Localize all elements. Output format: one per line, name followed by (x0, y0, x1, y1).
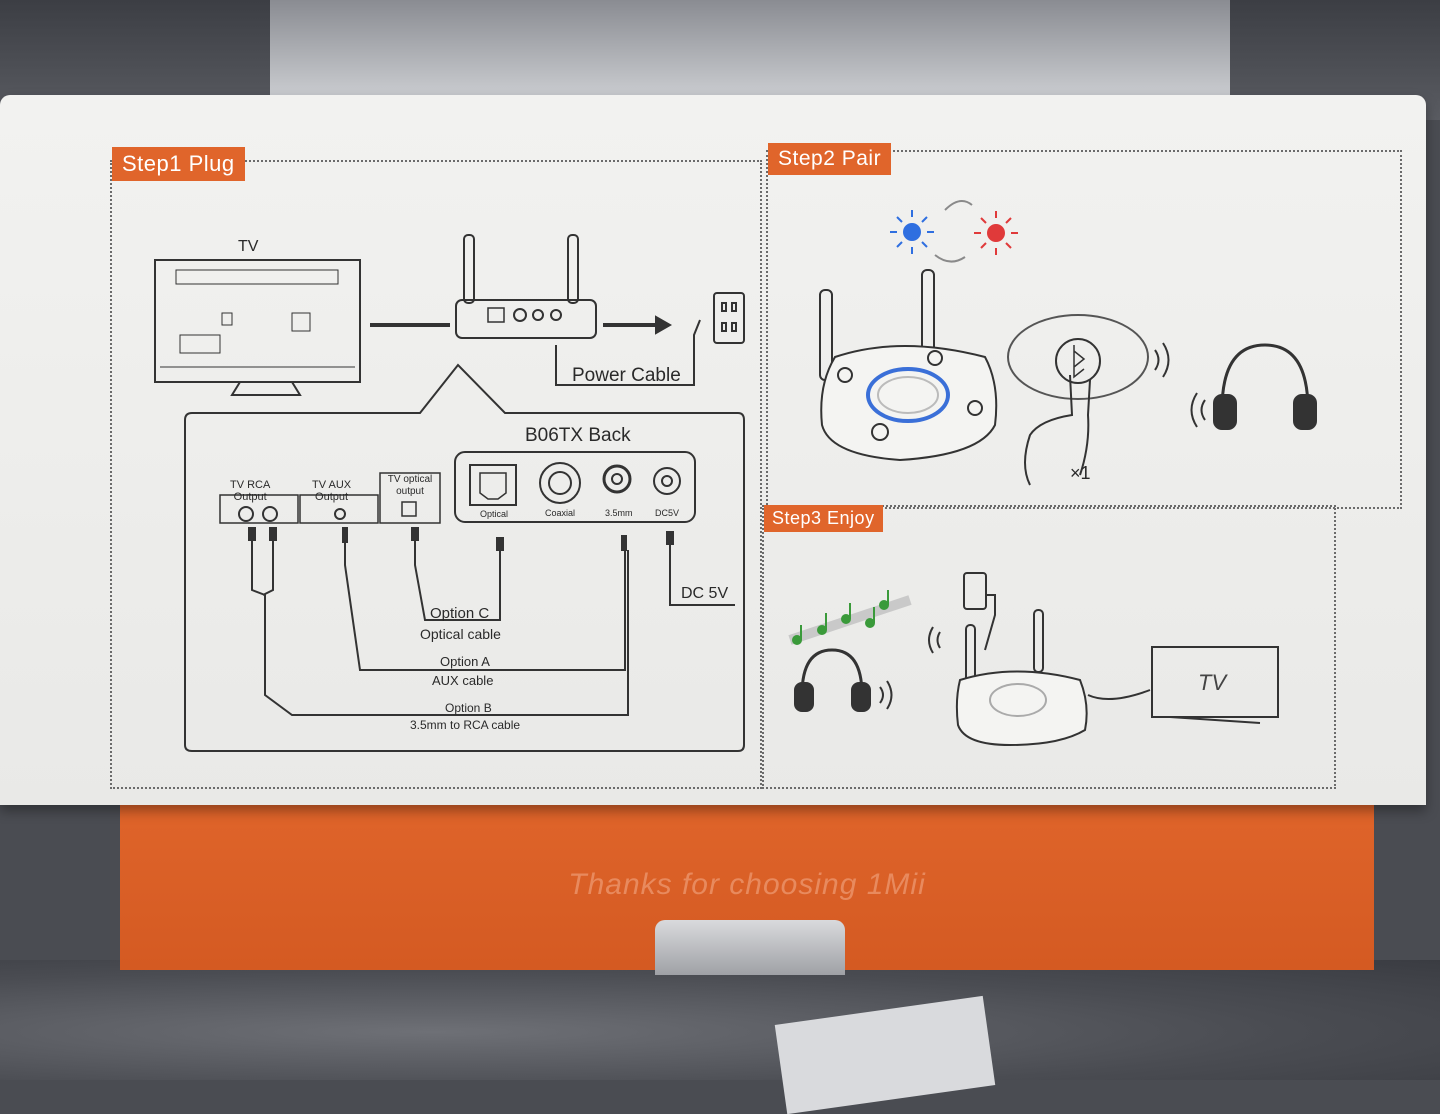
tv-optical-line1: TV optical (380, 474, 440, 486)
power-cable-label: Power Cable (572, 365, 681, 387)
step3-tv-label: TV (1198, 670, 1226, 696)
tv-aux-line2: Output (312, 491, 351, 503)
background-carpet (0, 960, 1440, 1080)
option-c-cable: Optical cable (420, 626, 501, 642)
tv-back-illustration (155, 260, 360, 395)
press-count-label: ×1 (1070, 463, 1091, 484)
wall-outlet-icon (964, 573, 986, 609)
option-b-title: Option B (445, 701, 492, 715)
step2-pair-illustration (820, 201, 1316, 485)
option-a-cable: AUX cable (432, 673, 493, 688)
headphones-icon (795, 650, 870, 711)
tv-aux-output-label: TV AUX Output (312, 479, 351, 503)
tv-optical-output-label: TV optical output (380, 474, 440, 498)
thanks-text: Thanks for choosing 1Mii (120, 868, 1374, 902)
tv-rca-output-label: TV RCA Output (230, 479, 270, 503)
headphones-icon (1214, 345, 1316, 429)
blue-led-icon (890, 210, 934, 254)
tv-label: TV (238, 238, 258, 256)
wall-outlet-icon (714, 293, 744, 343)
box-lid (270, 0, 1230, 95)
tv-rca-line2: Output (230, 491, 270, 503)
dc-5v-label: DC 5V (681, 585, 728, 603)
port-optical-label: Optical (480, 509, 508, 519)
instruction-card: Step1 Plug Step2 Pair Step3 Enjoy (0, 95, 1426, 805)
back-title: B06TX Back (525, 425, 631, 447)
orange-box-base: Thanks for choosing 1Mii (120, 790, 1374, 970)
option-b-cable: 3.5mm to RCA cable (410, 718, 520, 732)
instruction-artwork (0, 95, 1426, 805)
tv-optical-line2: output (380, 486, 440, 498)
option-a-title: Option A (440, 654, 490, 669)
tv-rca-line1: TV RCA (230, 479, 270, 491)
tv-aux-line1: TV AUX (312, 479, 351, 491)
red-led-icon (974, 211, 1018, 255)
option-c-title: Option C (430, 605, 489, 622)
port-coaxial-label: Coaxial (545, 508, 575, 518)
step3-enjoy-illustration (790, 573, 1278, 745)
transmitter-illustration (456, 235, 596, 338)
port-dc5v-label: DC5V (655, 508, 679, 518)
port-35mm-label: 3.5mm (605, 508, 633, 518)
box-notch (655, 920, 845, 975)
